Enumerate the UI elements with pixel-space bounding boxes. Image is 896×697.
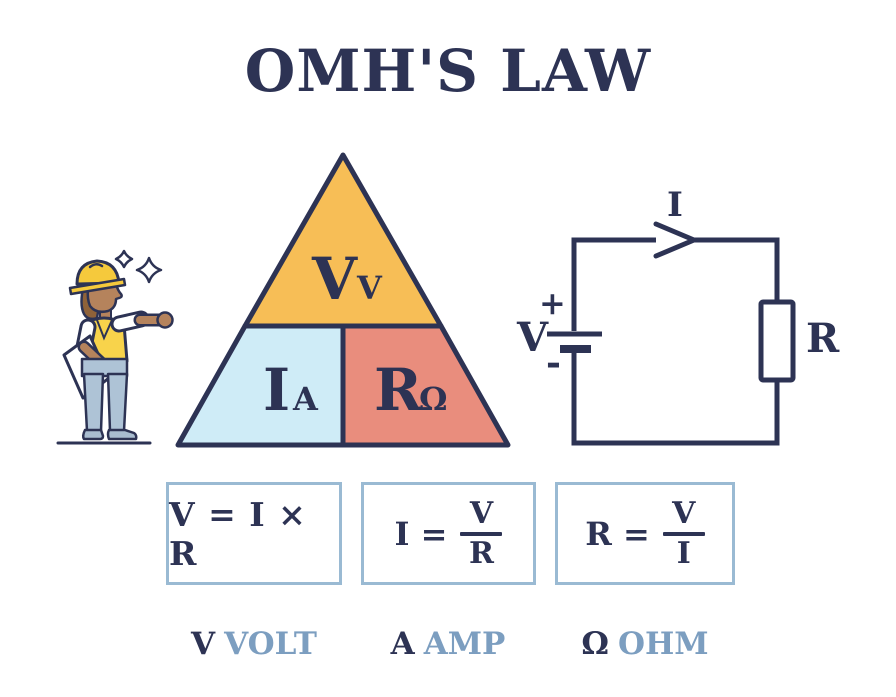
triangle-resistance-symbol: R [374, 356, 423, 424]
legend-word: OHM [618, 626, 709, 662]
formula-lhs: R = [585, 514, 650, 553]
fraction-denominator: R [468, 535, 494, 571]
vir-triangle [175, 152, 511, 448]
circuit-minus-sign: - [546, 342, 561, 384]
shoes [81, 428, 138, 441]
triangle-voltage-subscript: V [356, 269, 383, 307]
pointing-arm [110, 310, 174, 333]
hard-hat-ridge [88, 263, 104, 269]
legend-item-ohm: Ω OHM [581, 626, 708, 662]
triangle-section-resistance [340, 323, 511, 448]
formula-lhs: I = [394, 514, 448, 553]
triangle-resistance-subscript: Ω [419, 380, 447, 418]
legend-word: VOLT [224, 626, 317, 662]
triangle-current-subscript: A [292, 380, 319, 418]
circuit-source-label: V [516, 314, 549, 361]
hard-hat [75, 259, 121, 286]
fraction-denominator: I [676, 535, 691, 571]
triangle-current-symbol: I [263, 356, 290, 424]
triangle-section-current [175, 323, 346, 448]
legend-symbol: A [390, 626, 415, 662]
page-title: OMH'S LAW [244, 37, 652, 105]
sparkle-icon [114, 249, 134, 269]
fraction-bar [460, 531, 503, 536]
circuit-wire [571, 237, 780, 446]
legend-word: AMP [423, 626, 506, 662]
triangle-voltage-symbol: V [311, 245, 358, 313]
formula-box-current: I = V R [361, 482, 536, 585]
circuit-resistor-label: R [806, 315, 840, 362]
fraction: V R [460, 495, 503, 571]
legend-symbol: V [191, 626, 216, 662]
circuit-current-label: I [667, 185, 683, 225]
sparkle-icon [135, 256, 163, 284]
current-arrow-icon [653, 221, 697, 259]
formula-box-resistance: R = V I [555, 482, 735, 585]
formula-expression: V = I × R [169, 494, 307, 573]
circuit-diagram: I V + - R [516, 185, 840, 446]
fraction-numerator: V [469, 495, 494, 531]
hard-hat-brim [68, 277, 127, 296]
fraction-numerator: V [672, 495, 696, 531]
circuit-plus-sign: + [539, 284, 566, 322]
vest-collar [96, 319, 113, 341]
fraction: V I [662, 495, 705, 571]
legend-item-volt: V VOLT [191, 626, 317, 662]
legend-symbol: Ω [581, 626, 609, 662]
resistor [758, 299, 796, 383]
worker-illustration [56, 249, 174, 445]
pants [80, 357, 129, 433]
formula-box-voltage: V = I × R [166, 482, 342, 585]
legend-item-amp: A AMP [391, 626, 506, 662]
fraction-bar [662, 531, 705, 536]
